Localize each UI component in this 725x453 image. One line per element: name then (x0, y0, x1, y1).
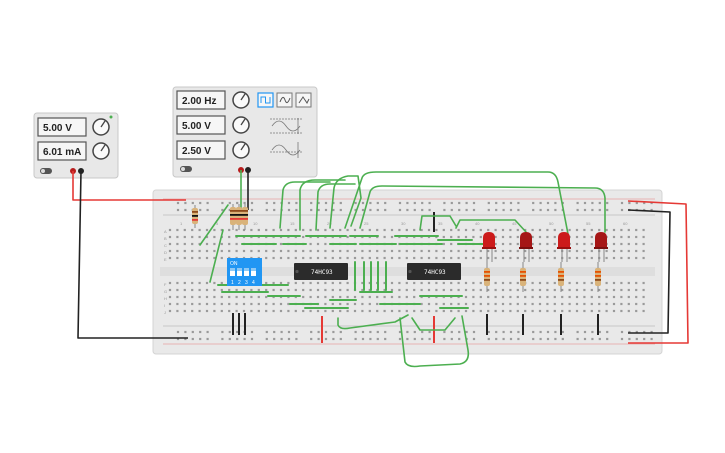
green-wires[interactable] (199, 171, 606, 368)
ic-chip-1[interactable]: 74HC93 (294, 263, 348, 280)
red-wire[interactable] (72, 171, 186, 201)
dip-toggle-4[interactable] (251, 268, 256, 276)
row-label-d: D (164, 250, 167, 255)
dip-number-2: 2 (238, 280, 241, 286)
column-number: 60 (623, 221, 628, 226)
red-wire[interactable] (627, 200, 689, 344)
red-led[interactable] (557, 232, 571, 262)
dip-on-label: ON (230, 261, 238, 267)
row-label-f: F (164, 282, 167, 287)
amplitude-readout: 5.00 V (182, 121, 211, 132)
resistor[interactable] (520, 262, 526, 292)
resistor[interactable] (242, 204, 248, 230)
dip-toggle-3[interactable] (244, 268, 249, 276)
frequency-readout: 2.00 Hz (182, 96, 216, 107)
amplitude-graphic-icon (270, 118, 302, 134)
row-label-c: C (164, 243, 167, 248)
column-number: 55 (586, 221, 591, 226)
chip-label: 74HC93 (424, 269, 446, 276)
column-numbers: 1 5 10 15 20 25 30 35 40 45 50 55 60 (180, 221, 628, 226)
offset-graphic-icon (270, 142, 302, 158)
green-wire[interactable] (344, 171, 569, 235)
ic-chip-2[interactable]: 74HC93 (407, 263, 461, 280)
green-wire[interactable] (299, 179, 346, 231)
column-number: 35 (438, 221, 443, 226)
dip-number-1: 1 (231, 280, 234, 286)
column-number: 40 (475, 221, 480, 226)
row-label-h: H (164, 296, 167, 301)
resistor[interactable] (192, 205, 198, 228)
dip-switch[interactable]: ON 1 2 3 4 (227, 258, 262, 286)
dip-toggle-1[interactable] (230, 268, 235, 276)
offset-readout: 2.50 V (182, 146, 211, 157)
row-label-i: I (164, 303, 165, 308)
row-label-j: J (164, 310, 166, 315)
black-wire[interactable] (77, 170, 188, 339)
column-number: 15 (290, 221, 295, 226)
resistors[interactable] (192, 204, 601, 292)
dip-number-3: 3 (245, 280, 248, 286)
column-number: 1 (180, 221, 183, 226)
green-wire[interactable] (279, 181, 331, 229)
green-wire[interactable] (337, 314, 409, 330)
row-label-e: E (164, 257, 167, 262)
resistor[interactable] (484, 262, 490, 292)
voltage-readout: 5.00 V (43, 123, 72, 134)
column-number: 10 (253, 221, 258, 226)
dip-number-4: 4 (252, 280, 255, 286)
row-label-a: A (164, 229, 167, 234)
red-led[interactable] (482, 232, 496, 262)
black-wire[interactable] (627, 209, 671, 334)
column-number: 5 (216, 221, 219, 226)
power-wires[interactable] (72, 170, 689, 344)
red-led[interactable] (594, 232, 608, 262)
red-led[interactable] (519, 232, 533, 262)
row-labels: A B C D E F G H I J (164, 229, 167, 315)
green-wire[interactable] (329, 175, 362, 229)
power-supply[interactable]: 5.00 V 6.01 mA (33, 112, 119, 179)
green-wire[interactable] (399, 315, 470, 368)
column-number: 25 (364, 221, 369, 226)
resistor[interactable] (236, 204, 242, 230)
column-number: 30 (401, 221, 406, 226)
green-short-jumpers[interactable] (217, 235, 485, 309)
row-label-b: B (164, 236, 167, 241)
dip-toggle-2[interactable] (237, 268, 242, 276)
resistor[interactable] (595, 262, 601, 292)
resistor[interactable] (558, 262, 564, 292)
row-label-g: G (164, 289, 167, 294)
column-number: 20 (327, 221, 332, 226)
green-wire[interactable] (359, 185, 606, 233)
green-wire[interactable] (455, 219, 527, 233)
column-number: 50 (549, 221, 554, 226)
green-wire[interactable] (419, 215, 457, 231)
leds[interactable] (482, 232, 608, 262)
green-wire[interactable] (199, 204, 229, 246)
function-generator[interactable]: 2.00 Hz 5.00 V 2.50 V (172, 86, 318, 178)
chip-label: 74HC93 (311, 269, 333, 276)
column-number: 45 (512, 221, 517, 226)
green-wire[interactable] (209, 229, 224, 283)
resistor[interactable] (230, 204, 236, 230)
green-wire[interactable] (315, 183, 356, 231)
vertical-jumpers[interactable] (232, 212, 599, 343)
current-readout: 6.01 mA (43, 147, 81, 158)
green-wire[interactable] (411, 317, 456, 331)
